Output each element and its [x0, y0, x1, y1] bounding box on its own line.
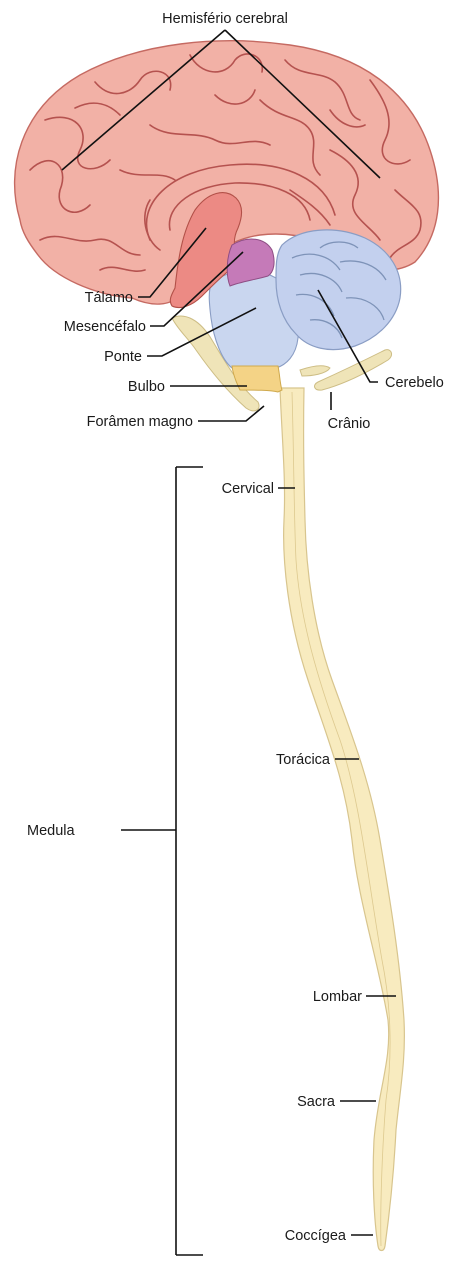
- skull-bone-occipital: [300, 366, 330, 376]
- label-toracica: Torácica: [276, 752, 331, 768]
- label-coccigea: Coccígea: [285, 1228, 347, 1244]
- label-cervical: Cervical: [222, 481, 274, 497]
- label-sacra: Sacra: [297, 1094, 336, 1110]
- label-hemisferio-cerebral: Hemisfério cerebral: [162, 11, 288, 27]
- medula-bracket: [121, 467, 203, 1255]
- label-foramen-magno: Forâmen magno: [87, 414, 193, 430]
- medulla-oblongata: [232, 366, 282, 392]
- label-lombar: Lombar: [313, 989, 362, 1005]
- label-cerebelo: Cerebelo: [385, 375, 444, 391]
- label-talamo: Tálamo: [85, 290, 133, 306]
- label-bulbo: Bulbo: [128, 379, 165, 395]
- label-ponte: Ponte: [104, 349, 142, 365]
- label-mesencefalo: Mesencéfalo: [64, 319, 146, 335]
- label-cranio: Crânio: [328, 416, 371, 432]
- label-medula: Medula: [27, 823, 75, 839]
- spinal-cord: [280, 388, 404, 1251]
